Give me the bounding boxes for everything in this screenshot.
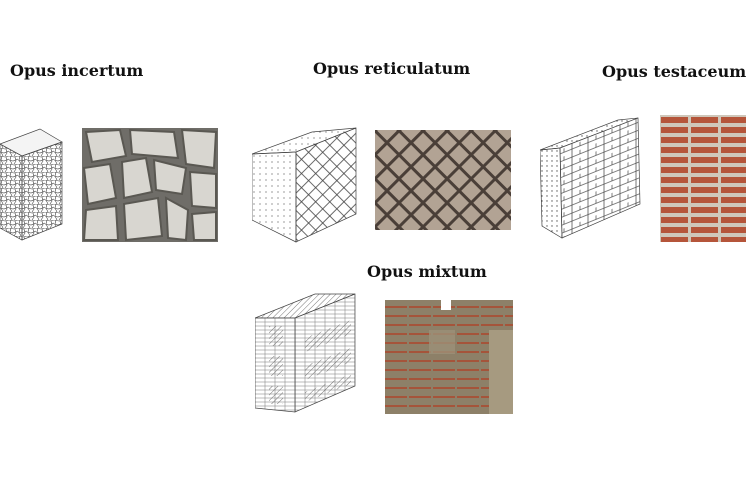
title-opus-reticulatum: Opus reticulatum — [313, 59, 471, 78]
brick-wall-photo-icon — [660, 115, 746, 242]
title-opus-mixtum: Opus mixtum — [367, 262, 487, 281]
title-opus-incertum: Opus incertum — [10, 61, 144, 80]
irregular-stone-photo-icon — [82, 128, 218, 242]
diamond-stone-photo-icon — [375, 130, 511, 230]
diamond-net-wall-drawing-icon — [252, 124, 360, 244]
brick-wall-drawing-icon — [540, 114, 654, 240]
mixed-wall-drawing-icon — [255, 290, 359, 422]
irregular-stone-wall-drawing-icon — [0, 124, 66, 242]
mixed-wall-photo-icon — [385, 300, 513, 414]
title-opus-testaceum: Opus testaceum — [602, 62, 746, 81]
